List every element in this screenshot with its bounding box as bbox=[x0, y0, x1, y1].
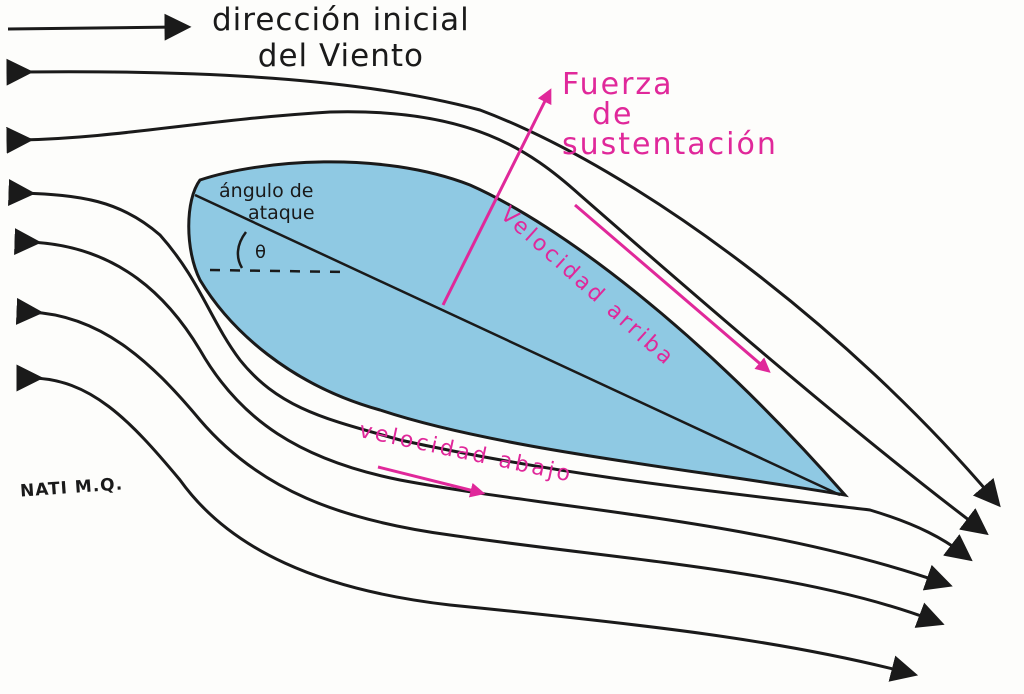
angle-line-2: ataque bbox=[248, 202, 315, 224]
angle-line-1: ángulo de bbox=[219, 180, 314, 202]
lift-force-label: Fuerza de sustentación bbox=[562, 70, 778, 160]
wind-direction-arrow bbox=[7, 13, 192, 41]
lift-arrow bbox=[441, 88, 552, 306]
velocity-bottom-arrow bbox=[377, 465, 486, 498]
angle-of-attack-label: ángulo de ataque bbox=[218, 180, 315, 224]
lift-line-1: Fuerza bbox=[562, 67, 674, 102]
lift-line-2: de bbox=[592, 97, 634, 132]
lift-line-3: sustentación bbox=[562, 127, 778, 162]
title-line-1: dirección inicial bbox=[212, 2, 470, 38]
wind-direction-label: dirección inicial del Viento bbox=[212, 2, 470, 74]
velocity-top-arrow bbox=[574, 203, 771, 373]
title-line-2: del Viento bbox=[257, 38, 424, 74]
theta-symbol: θ bbox=[255, 242, 267, 263]
streamline-6 bbox=[16, 364, 919, 682]
